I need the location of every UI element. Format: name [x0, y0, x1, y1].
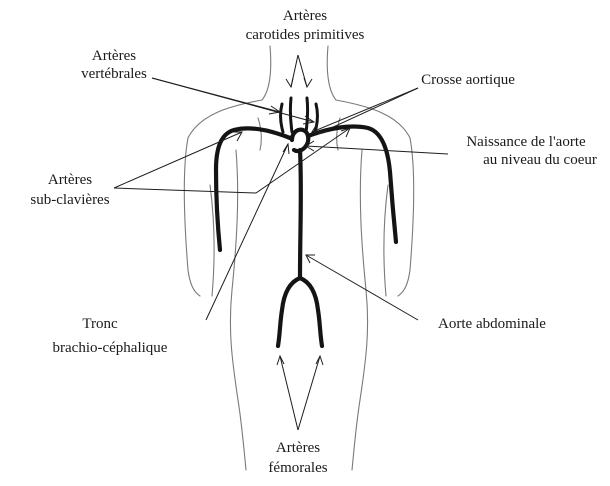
left-carotid-artery: [290, 98, 292, 132]
right-carotid-artery: [306, 98, 308, 132]
left-inner-arm-outline: [210, 185, 214, 296]
label-naissance-line2: au niveau du coeur: [483, 152, 597, 168]
subclavian-leader-1: [114, 132, 242, 188]
descending-aorta: [300, 150, 301, 278]
right-torso-outline: [352, 150, 368, 470]
label-tronc-line1: Tronc: [82, 316, 118, 332]
chest-left-line: [258, 118, 261, 150]
left-torso-outline: [230, 150, 246, 470]
label-femorales-line1: Artères: [276, 440, 320, 456]
right-inner-arm-outline: [384, 185, 388, 296]
labels: Artères carotides primitives Artères ver…: [30, 8, 596, 476]
left-vertebral-artery: [281, 104, 283, 132]
neck-left-outline: [262, 46, 271, 100]
subclavian-arrow-1: [232, 132, 242, 141]
aortic-arch: [292, 130, 308, 151]
label-naissance-line1: Naissance de l'aorte: [466, 134, 586, 150]
chest-right-line: [337, 118, 340, 150]
femoral-arrow-right: [316, 356, 323, 365]
abdominale-leader: [306, 255, 418, 320]
subclavian-leader-2: [114, 128, 350, 193]
femoral-leader-right: [298, 356, 320, 430]
naissance-leader: [306, 146, 448, 154]
right-femoral-artery: [300, 278, 322, 346]
label-crosse: Crosse aortique: [421, 72, 515, 88]
right-vertebral-artery: [315, 104, 317, 132]
label-abdominale: Aorte abdominale: [438, 316, 546, 332]
left-subclavian-artery: [216, 128, 290, 250]
label-subclavieres-line1: Artères: [48, 172, 92, 188]
label-carotides-line2: carotides primitives: [246, 27, 365, 43]
carotid-arrow-left: [286, 78, 293, 87]
label-vertebrales-line2: vertébrales: [81, 66, 147, 82]
label-femorales-line2: fémorales: [268, 460, 327, 476]
label-vertebrales-line1: Artères: [92, 48, 136, 64]
arteries: [216, 98, 396, 346]
right-subclavian-artery: [308, 126, 396, 242]
left-femoral-artery: [278, 278, 300, 346]
femoral-leader-left: [280, 356, 298, 430]
label-carotides-line1: Artères: [283, 8, 327, 24]
femoral-arrow-left: [277, 356, 284, 365]
neck-right-outline: [327, 46, 336, 100]
label-subclavieres-line2: sub-clavières: [30, 192, 109, 208]
label-tronc-line2: brachio-céphalique: [53, 340, 168, 356]
